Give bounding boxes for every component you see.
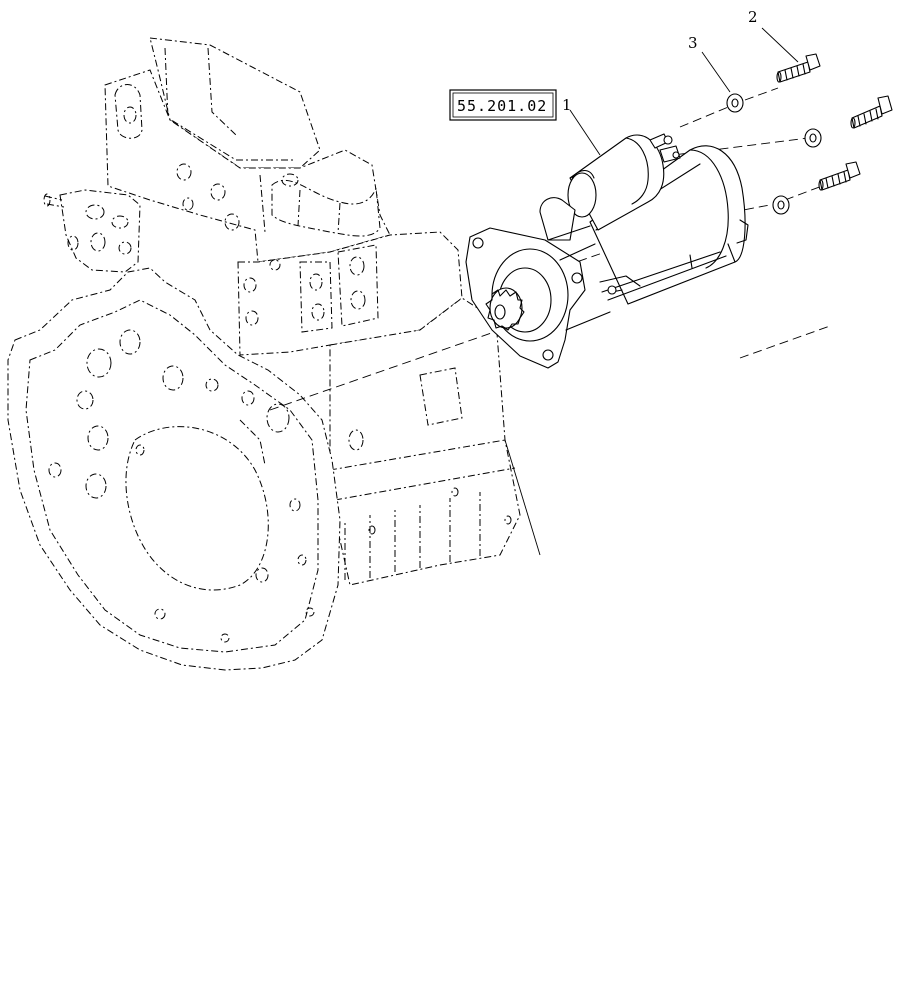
callout-item-3: 3 [688, 34, 698, 52]
bolt-bottom [818, 161, 861, 191]
engine-block-phantom [7, 37, 541, 671]
callout-item-2: 2 [748, 8, 758, 26]
starter-motor [465, 133, 749, 369]
washer-bottom [772, 195, 790, 215]
leader-item-2 [761, 27, 799, 63]
leader-item-1 [569, 109, 601, 156]
callout-item-1: 1 [562, 96, 572, 114]
reference-box[interactable]: 55.201.02 [449, 89, 557, 121]
oil-filter-head-phantom [43, 189, 141, 273]
leader-item-3 [701, 51, 731, 93]
washer-set [726, 93, 822, 215]
bolt-top [776, 53, 821, 83]
washer-middle [804, 128, 822, 148]
bolt-middle [850, 95, 893, 129]
callout-leaders [569, 27, 799, 156]
reference-box-label: 55.201.02 [457, 97, 547, 115]
bolt-set [776, 53, 893, 191]
washer-top [726, 93, 744, 113]
flywheel-housing-phantom [7, 267, 341, 671]
starter-pinion [485, 287, 525, 331]
